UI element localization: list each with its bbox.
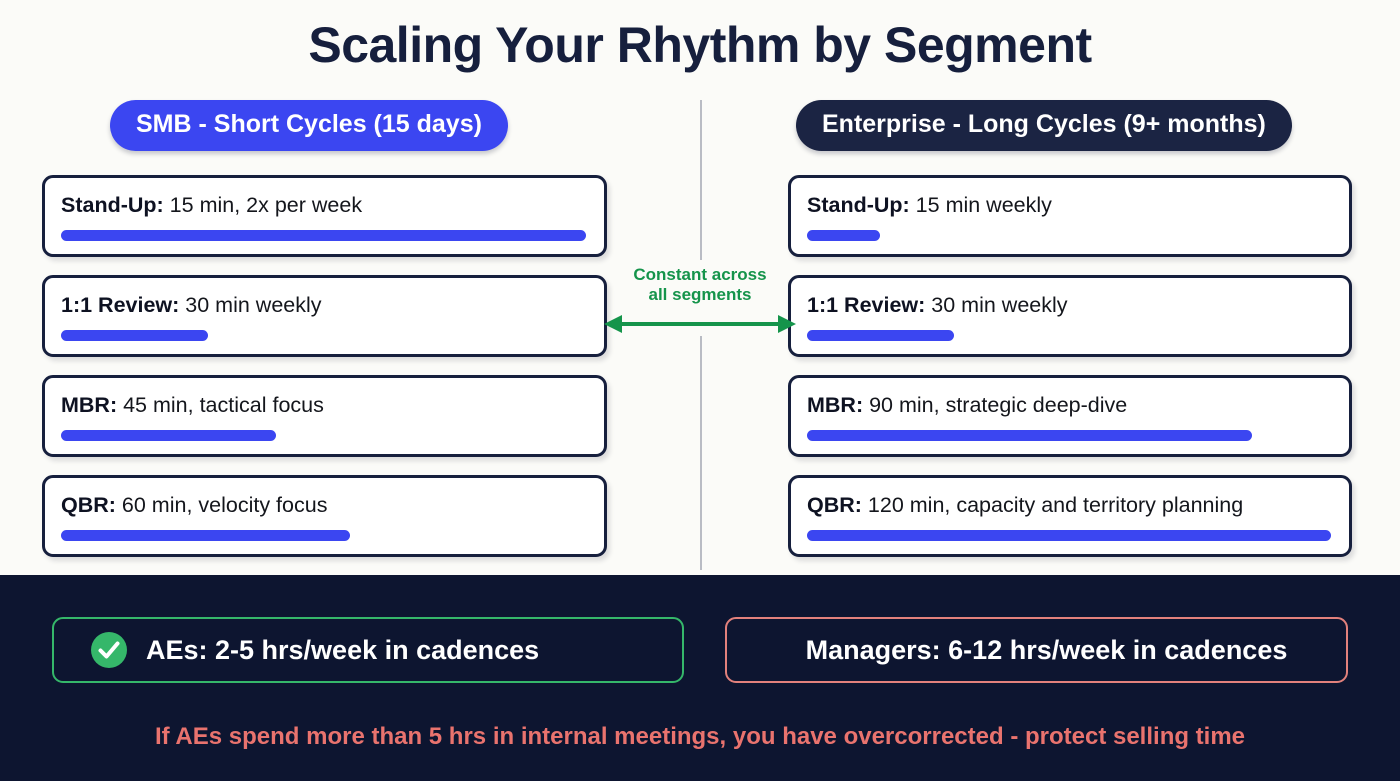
card-label: MBR:	[807, 393, 864, 417]
progress-fill	[61, 330, 208, 341]
card-text: 1:1 Review: 30 min weekly	[61, 293, 588, 318]
footer-badge-row: AEs: 2-5 hrs/week in cadences Managers: …	[0, 617, 1400, 683]
progress-track	[807, 230, 1331, 241]
card-detail: 120 min, capacity and territory planning	[861, 493, 1244, 517]
card-enterprise-standup: Stand-Up: 15 min weekly	[788, 175, 1352, 257]
progress-fill	[61, 530, 350, 541]
card-detail: 45 min, tactical focus	[117, 393, 324, 417]
card-label: Stand-Up:	[807, 193, 910, 217]
footer-section: AEs: 2-5 hrs/week in cadences Managers: …	[0, 575, 1400, 781]
column-smb: SMB - Short Cycles (15 days) Stand-Up: 1…	[42, 100, 612, 575]
card-enterprise-mbr: MBR: 90 min, strategic deep-dive	[788, 375, 1352, 457]
card-text: Stand-Up: 15 min weekly	[807, 193, 1333, 218]
constant-connector: Constant across all segments	[602, 265, 798, 335]
card-label: MBR:	[61, 393, 118, 417]
progress-fill	[807, 530, 1331, 541]
progress-fill	[807, 230, 881, 241]
progress-track	[61, 530, 586, 541]
card-detail: 30 min weekly	[925, 293, 1068, 317]
card-detail: 15 min weekly	[909, 193, 1052, 217]
card-text: QBR: 120 min, capacity and territory pla…	[807, 493, 1333, 518]
card-text: MBR: 90 min, strategic deep-dive	[807, 393, 1333, 418]
progress-track	[807, 530, 1331, 541]
page-title: Scaling Your Rhythm by Segment	[308, 17, 1092, 73]
check-circle-icon	[91, 632, 127, 668]
card-list-smb: Stand-Up: 15 min, 2x per week 1:1 Review…	[42, 175, 612, 557]
badge-aes: AEs: 2-5 hrs/week in cadences	[52, 617, 684, 683]
connector-label-line1: Constant across	[633, 265, 767, 284]
card-enterprise-qbr: QBR: 120 min, capacity and territory pla…	[788, 475, 1352, 557]
warning-text: If AEs spend more than 5 hrs in internal…	[154, 723, 1246, 750]
connector-label-line2: all segments	[648, 285, 752, 305]
card-label: QBR:	[61, 493, 116, 517]
card-label: 1:1 Review:	[807, 293, 926, 317]
card-text: QBR: 60 min, velocity focus	[61, 493, 588, 518]
card-smb-mbr: MBR: 45 min, tactical focus	[42, 375, 607, 457]
badge-label: AEs: 2-5 hrs/week in cadences	[146, 634, 540, 665]
progress-fill	[807, 330, 954, 341]
card-enterprise-one-on-one: 1:1 Review: 30 min weekly	[788, 275, 1352, 357]
progress-fill	[61, 430, 277, 441]
card-text: Stand-Up: 15 min, 2x per week	[61, 193, 588, 218]
column-divider-top	[700, 100, 702, 260]
card-detail: 15 min, 2x per week	[163, 193, 363, 217]
progress-fill	[61, 230, 586, 241]
card-label: 1:1 Review:	[61, 293, 180, 317]
progress-track	[61, 430, 586, 441]
progress-track	[807, 430, 1331, 441]
card-label: Stand-Up:	[61, 193, 164, 217]
card-text: 1:1 Review: 30 min weekly	[807, 293, 1333, 318]
column-divider-bottom	[700, 336, 702, 570]
badge-label: Managers: 6-12 hrs/week in cadences	[805, 634, 1288, 665]
card-smb-standup: Stand-Up: 15 min, 2x per week	[42, 175, 607, 257]
badge-managers: Managers: 6-12 hrs/week in cadences	[725, 617, 1348, 683]
card-detail: 60 min, velocity focus	[115, 493, 328, 517]
card-text: MBR: 45 min, tactical focus	[61, 393, 588, 418]
card-detail: 90 min, strategic deep-dive	[863, 393, 1128, 417]
progress-track	[61, 330, 586, 341]
double-headed-arrow-icon	[604, 315, 796, 334]
segment-pill-smb: SMB - Short Cycles (15 days)	[110, 100, 508, 151]
progress-fill	[807, 430, 1253, 441]
progress-track	[807, 330, 1331, 341]
card-smb-qbr: QBR: 60 min, velocity focus	[42, 475, 607, 557]
column-enterprise: Enterprise - Long Cycles (9+ months) Sta…	[788, 100, 1358, 575]
segment-pill-enterprise: Enterprise - Long Cycles (9+ months)	[796, 100, 1292, 151]
card-smb-one-on-one: 1:1 Review: 30 min weekly	[42, 275, 607, 357]
card-detail: 30 min weekly	[179, 293, 322, 317]
card-list-enterprise: Stand-Up: 15 min weekly 1:1 Review: 30 m…	[788, 175, 1358, 557]
card-label: QBR:	[807, 493, 862, 517]
progress-track	[61, 230, 586, 241]
